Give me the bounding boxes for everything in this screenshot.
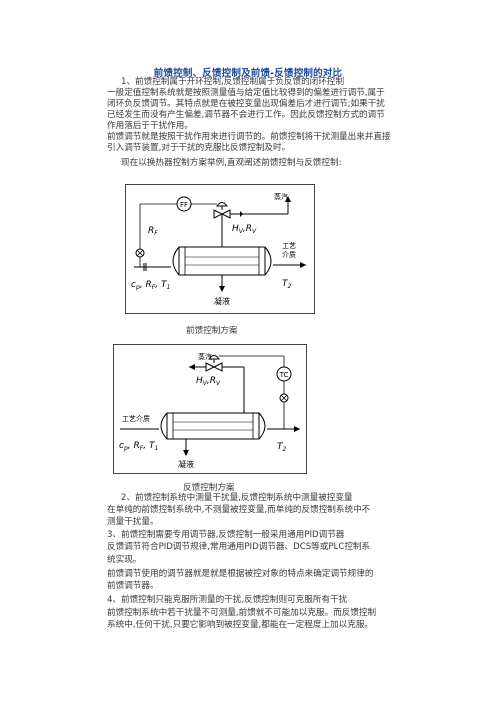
hv-label: H: [232, 224, 239, 234]
text-line: 前馈控制系统中若干扰量不可测量,前馈就不可能加以克服。而反馈控制: [107, 608, 377, 618]
feedback-diagram: TC 蒸汽 HV,RV 工艺介质 cp, RF, T1 T2 凝液: [113, 344, 307, 474]
text-line: 2、前馈控制系统中测量干扰量,反馈控制系统中测量被控变量: [121, 493, 353, 503]
text-line: 反馈调节符合PID调节规律,常用通用PID调节器、DCS等或PLC控制系: [107, 542, 371, 552]
outlet-t-label: T: [282, 279, 289, 289]
exchanger-shell: [178, 246, 266, 276]
svg-text:T2: T2: [277, 442, 287, 453]
rv-label: R: [246, 224, 252, 234]
text-line: 作用落后于干扰作用。: [107, 121, 193, 131]
exchanger-shell: [166, 412, 260, 440]
text-line: 测量干扰量。: [107, 517, 159, 527]
right-end-cap: [264, 246, 272, 276]
svg-text:RF: RF: [148, 226, 158, 237]
text-line: 1、前馈控制属于开环控制,反馈控制属于负反馈的闭环控制: [121, 77, 345, 87]
svg-text:T2: T2: [282, 279, 292, 290]
figure1-caption: 前馈控制方案: [186, 326, 238, 336]
svg-text:HV,RV: HV,RV: [196, 376, 221, 387]
figure2-caption: 反馈控制方案: [183, 483, 235, 493]
text-line: 已经发生而没有产生偏差,调节器不会进行工作。因此反馈控制方式的调节: [107, 110, 385, 120]
text-line: 引入调节装置,对于干扰的克服比反馈控制及时。: [107, 143, 291, 153]
feedforward-schematic: FF 蒸汽 HV,RV RF 工艺 介质 cp, RF, T1 T2 凝液: [131, 192, 306, 306]
document-title: 前馈控制、反馈控制及前馈-反馈控制的对比: [153, 68, 343, 79]
process-medium-label: 工艺: [282, 242, 296, 250]
text-line: 3、前馈控制需要专用调节器,反馈控制一般采用通用PID调节器: [107, 530, 345, 540]
text-line: 系统中,任何干扰,只要它影响到被控变量,都能在一定程度上加以克服。: [107, 620, 374, 630]
ff-label: FF: [180, 201, 188, 209]
text-line: 前馈调节就是按照干扰作用来进行调节的。前馈控制将干扰测量出来并直接: [107, 132, 391, 142]
feedforward-diagram: FF 蒸汽 HV,RV RF 工艺 介质 cp, RF, T1 T2 凝液: [125, 184, 315, 314]
text-line: 前馈调节使用的调节器就是就是根据被控对象的特点来确定调节规律的: [107, 569, 374, 579]
svg-text:cp, RF, T1: cp, RF, T1: [119, 441, 158, 452]
text-line: 前馈调节器。: [107, 581, 159, 591]
text-line: 统实现。: [107, 555, 142, 565]
steam-label: 蒸汽: [198, 352, 212, 361]
inlet-c-label: c: [131, 280, 136, 290]
text-line: 4、前馈控制只能克服所测量的干扰,反馈控制则可克服所有干扰: [107, 595, 348, 605]
svg-text:HV,RV: HV,RV: [232, 224, 257, 235]
text-line: 闭环负反馈调节。其特点就是在被控变量出现偏差后才进行调节;如果干扰: [107, 99, 385, 109]
rf-label: R: [148, 226, 154, 236]
condensate-label: 凝液: [214, 296, 230, 306]
rv-label: R: [210, 376, 216, 386]
outlet-t-label: T: [277, 442, 284, 452]
svg-text:介质: 介质: [282, 250, 296, 259]
left-end-cap: [172, 246, 180, 276]
hv-label: H: [196, 376, 203, 386]
condensate-label: 凝液: [178, 459, 194, 469]
text-line: 现在以换热器控制方案举例,直观阐述前馈控制与反馈控制:: [121, 158, 342, 168]
process-medium-label: 工艺介质: [122, 414, 150, 423]
feedback-schematic: TC 蒸汽 HV,RV 工艺介质 cp, RF, T1 T2 凝液: [119, 352, 300, 469]
control-valve: [205, 362, 216, 372]
svg-text:cp, RF, T1: cp, RF, T1: [131, 280, 170, 291]
text-line: 一般定值控制系统就是按照测量值与给定值比较得到的偏差进行调节,属于: [107, 88, 385, 98]
text-line: 在单纯的前馈控制系统中,不测量被控变量,而单纯的反馈控制系统中不: [107, 505, 371, 515]
steam-label: 蒸汽: [274, 192, 288, 201]
control-valve: [213, 209, 224, 219]
tc-label: TC: [279, 371, 289, 379]
inlet-c-label: c: [119, 441, 124, 451]
